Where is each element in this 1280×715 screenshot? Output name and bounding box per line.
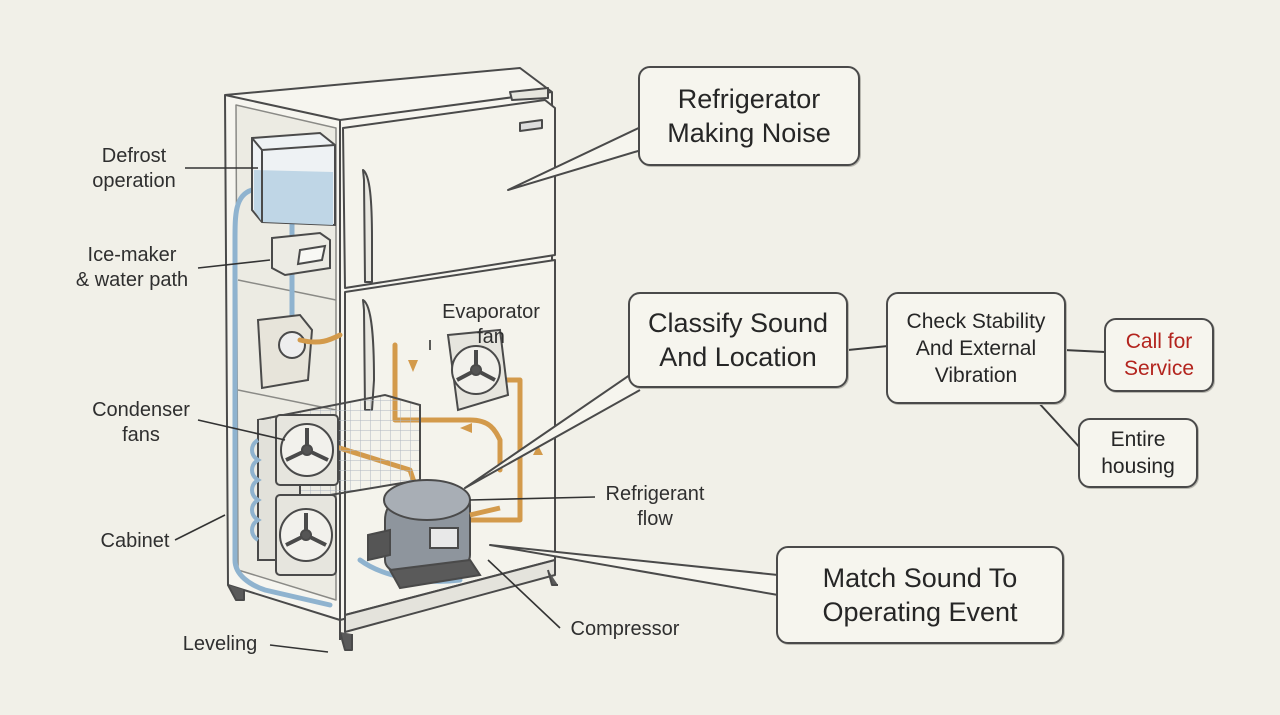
- fan-icon: [275, 414, 339, 486]
- label-ice-maker: Ice-maker& water path: [75, 244, 189, 291]
- label-cabinet: Cabinet: [100, 530, 170, 552]
- flow-connectors: [847, 345, 1106, 451]
- flow-arrow-icon: [408, 360, 543, 455]
- leader-lines: [174, 167, 596, 653]
- label-compressor: Compressor: [570, 618, 680, 640]
- compressor-icon: [367, 479, 501, 590]
- fan-icon: [446, 328, 510, 412]
- callout-pointers: [464, 124, 779, 596]
- label-leveling: Leveling: [182, 633, 258, 655]
- upper-door: [342, 87, 556, 289]
- fan-icon: [275, 494, 337, 576]
- tank-icon: [251, 131, 336, 227]
